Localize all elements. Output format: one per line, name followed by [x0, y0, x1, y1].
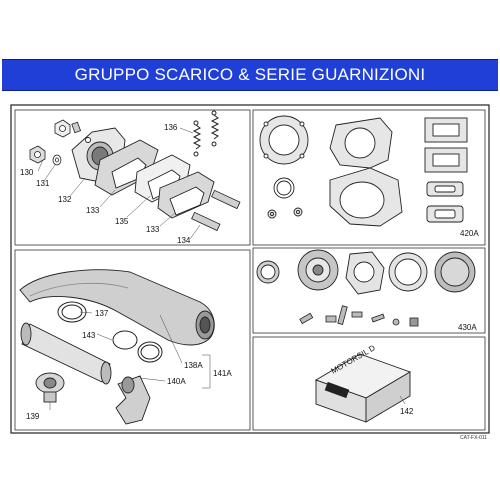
- leader-lines-3: [49, 311, 211, 410]
- catalog-code: CAT-FX-011: [460, 435, 487, 441]
- crankcase-gasket-part: [329, 167, 403, 227]
- callout-133-a: 133: [86, 206, 100, 215]
- callout-136: 136: [164, 123, 178, 132]
- page-title: GRUPPO SCARICO & SERIE GUARNIZIONI: [74, 65, 426, 84]
- callout-140a: 140A: [167, 377, 186, 386]
- callout-130: 130: [20, 168, 34, 177]
- leader-142: [399, 395, 406, 405]
- panel-sealant: [252, 336, 486, 431]
- callout-134: 134: [177, 236, 191, 245]
- callout-143: 143: [82, 331, 96, 340]
- small-washer-part: [267, 207, 303, 219]
- exhaust-gasket-part: [426, 181, 464, 223]
- spring-part: [192, 110, 220, 157]
- title-banner: GRUPPO SCARICO & SERIE GUARNIZIONI: [2, 59, 498, 91]
- nut-part-2: [29, 145, 46, 164]
- callout-137: 137: [95, 309, 109, 318]
- sealant-box-part: [314, 353, 412, 423]
- callout-430a: 430A: [458, 323, 477, 332]
- callout-142: 142: [400, 407, 414, 416]
- callout-139: 139: [26, 412, 40, 421]
- panel-engine-gaskets: [252, 247, 486, 334]
- washer-part: [52, 154, 62, 166]
- spacer-block-part: [134, 154, 191, 203]
- callout-132: 132: [58, 195, 72, 204]
- pipe-clamp-part: [57, 301, 163, 363]
- end-cap-part: [35, 372, 65, 403]
- spacer-gasket-part: [157, 171, 215, 219]
- callout-131: 131: [36, 179, 50, 188]
- base-gasket-part: [329, 117, 393, 169]
- reed-gasket-part: [424, 117, 468, 173]
- front-pipe-part: [115, 375, 151, 425]
- panel-exhaust-system: [14, 249, 251, 431]
- callout-133-b: 133: [146, 225, 160, 234]
- silencer-part: [20, 322, 112, 385]
- cover-gasket-part: [297, 249, 476, 295]
- outer-frame: [10, 104, 490, 434]
- cylinder-head-gasket-part: [259, 115, 309, 165]
- callout-138a: 138A: [184, 361, 203, 370]
- nut-part: [54, 119, 71, 138]
- small-parts-part: [299, 305, 419, 327]
- clutch-gasket-part: [256, 260, 280, 284]
- callout-135: 135: [115, 217, 129, 226]
- panel-exhaust-gaskets: [14, 109, 251, 246]
- leader-lines-1: [37, 127, 201, 240]
- stud-bolt-part: [191, 189, 241, 232]
- stud-part: [71, 121, 82, 134]
- o-ring-part: [273, 177, 295, 199]
- callout-420a: 420A: [460, 229, 479, 238]
- panel-gasket-set: [252, 109, 486, 246]
- expansion-chamber-part: [19, 269, 215, 346]
- callout-141a: 141A: [213, 369, 232, 378]
